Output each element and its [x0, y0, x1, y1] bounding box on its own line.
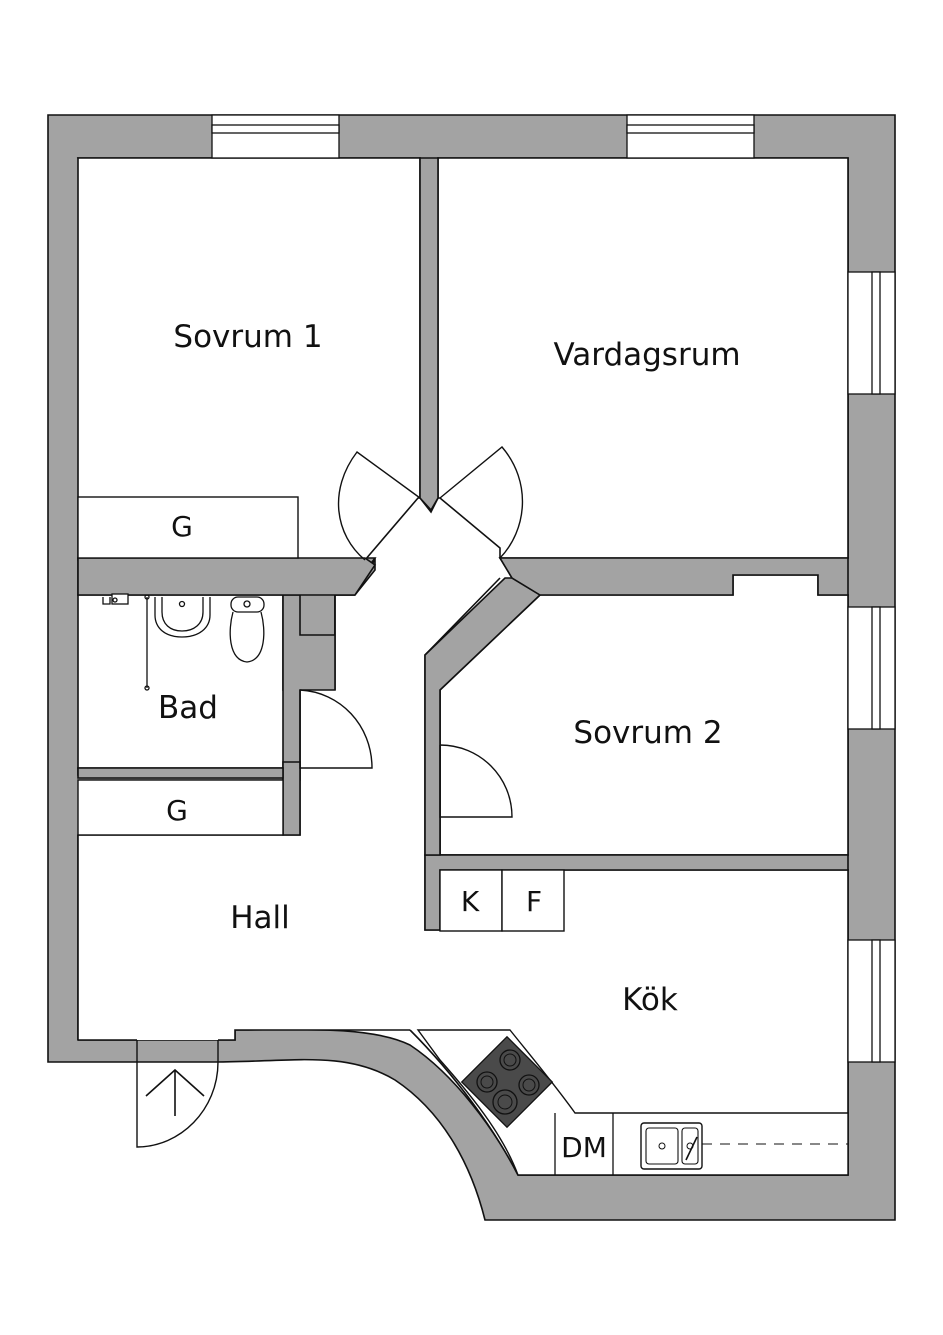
sink-icon	[640, 1122, 703, 1170]
wall-sovrum2-left	[424, 577, 542, 856]
label-garderob2: G	[166, 794, 188, 827]
window-kok	[847, 939, 896, 1063]
window-vardagsrum-right	[847, 271, 896, 395]
floors	[77, 157, 849, 1175]
label-diskmaskin: DM	[561, 1131, 607, 1164]
room-label-vardagsrum: Vardagsrum	[553, 337, 740, 373]
counter-divider	[554, 1113, 614, 1175]
label-garderob1: G	[171, 510, 193, 543]
washbasin-icon	[154, 597, 211, 638]
room-label-sovrum1: Sovrum 1	[173, 319, 322, 355]
wall-sovrum2-top	[498, 557, 849, 596]
wall-bad-top	[77, 557, 377, 596]
entry-arrow-icon	[145, 1068, 205, 1116]
stove-icon	[460, 1035, 554, 1129]
window-vardagsrum-top	[626, 114, 755, 159]
window-sovrum1	[211, 114, 340, 159]
wall-garderob-hall	[282, 761, 301, 836]
door-vardagsrum	[439, 446, 524, 559]
room-label-hall: Hall	[230, 900, 290, 936]
frys-box	[501, 869, 565, 932]
floor-bad	[77, 594, 301, 769]
windows	[211, 114, 896, 1063]
room-label-kok: Kök	[622, 982, 678, 1018]
room-label-bad: Bad	[158, 690, 218, 726]
door-sovrum2	[439, 744, 513, 818]
door-entry	[136, 1040, 219, 1148]
room-label-sovrum2: Sovrum 2	[573, 715, 722, 751]
window-sovrum2	[847, 606, 896, 730]
garderob-hall	[77, 779, 284, 836]
wall-center	[419, 157, 439, 512]
toilet-icon	[229, 596, 265, 663]
door-bad	[299, 689, 373, 769]
shower-icon	[102, 593, 150, 691]
floor-hall	[78, 510, 848, 1175]
label-frys: F	[526, 885, 542, 918]
doors	[136, 446, 524, 1148]
garderob-sovrum1	[77, 496, 299, 559]
wall-bad-bottom	[77, 767, 284, 779]
door-sovrum1	[337, 451, 421, 561]
label-kyl: K	[461, 885, 480, 918]
